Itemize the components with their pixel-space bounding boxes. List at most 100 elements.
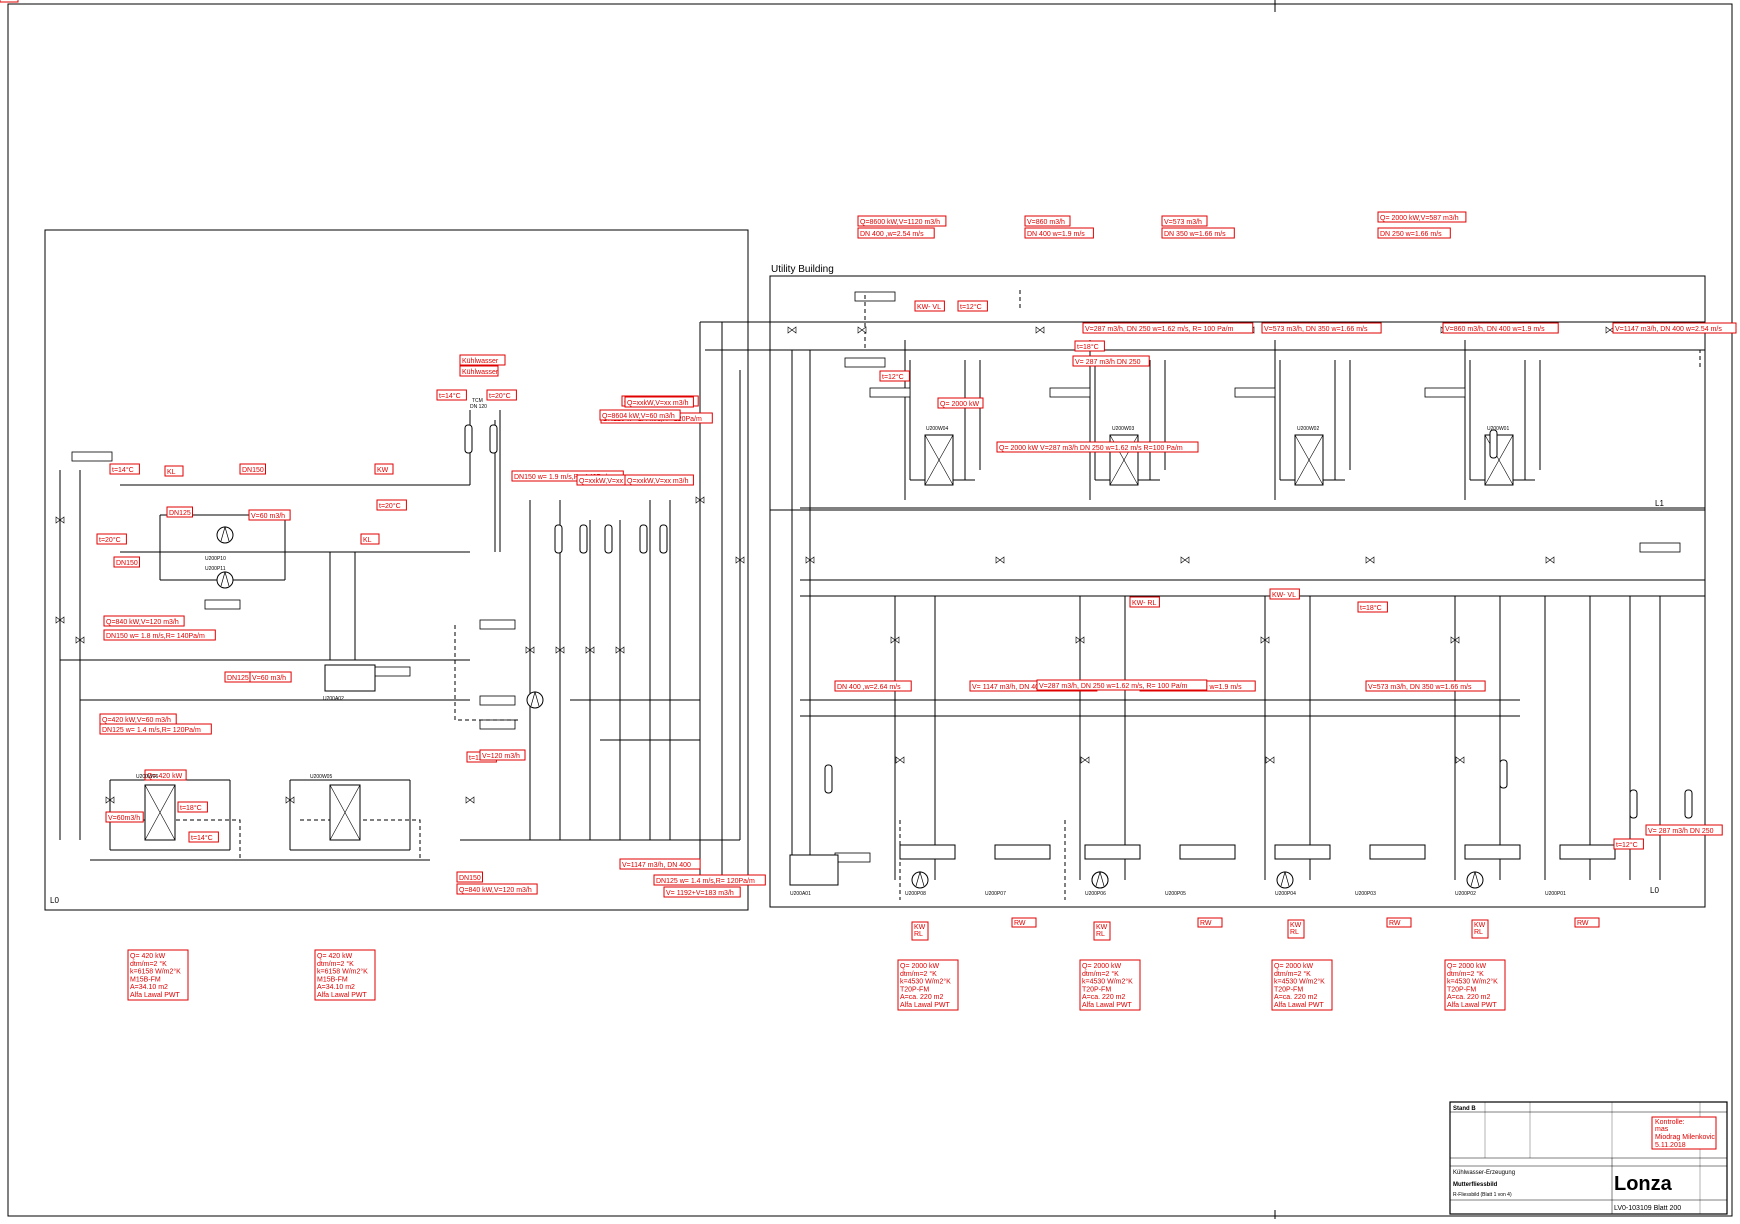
- svg-text:Q= 420 kW: Q= 420 kW: [147, 773, 183, 780]
- valve-icon: [895, 756, 905, 764]
- valve-icon: [615, 646, 625, 654]
- svg-text:Kühlwasser: Kühlwasser: [462, 358, 499, 365]
- svg-text:k=4530 W/m2°K: k=4530 W/m2°K: [1274, 978, 1325, 986]
- title-line-3: R-Fliessbild (Blatt 1 von 4): [1453, 1192, 1512, 1198]
- svg-text:k=6158 W/m2°K: k=6158 W/m2°K: [317, 968, 368, 976]
- svg-text:dtm/m=2 °K: dtm/m=2 °K: [130, 960, 167, 968]
- svg-text:Q=420 kW,V=60 m3/h: Q=420 kW,V=60 m3/h: [102, 717, 171, 724]
- chiller-unit: [1464, 844, 1616, 860]
- svg-text:V= 1192+V=183 m3/h: V= 1192+V=183 m3/h: [666, 890, 734, 897]
- markup-annotation: KW- VL: [914, 300, 945, 312]
- instrument-line: [864, 295, 1701, 370]
- chiller-unit: [1274, 844, 1426, 860]
- valve-icon: [890, 636, 900, 644]
- instrument-box: [1424, 387, 1466, 398]
- svg-text:KW: KW: [1474, 922, 1486, 929]
- markup-annotation: DN150: [239, 463, 266, 475]
- svg-text:Q=840 kW,V=120 m3/h: Q=840 kW,V=120 m3/h: [106, 619, 179, 626]
- plate-heat-exchanger: [329, 784, 361, 841]
- valve-icon: [1265, 756, 1275, 764]
- svg-text:dtm/m=2 °K: dtm/m=2 °K: [900, 970, 937, 978]
- svg-text:t=20°C: t=20°C: [489, 392, 511, 400]
- svg-text:Q=xxkW,V=xx m3/h: Q=xxkW,V=xx m3/h: [579, 478, 641, 485]
- equipment-label: U200W05: [310, 774, 332, 780]
- vessel-icon: [824, 764, 833, 794]
- equipment-label: U200W03: [1112, 426, 1134, 432]
- pump-icon: [526, 690, 544, 709]
- svg-text:DN125 w= 1.4 m/s,R= 120Pa/m: DN125 w= 1.4 m/s,R= 120Pa/m: [656, 878, 755, 885]
- svg-text:Alfa Lawal PWT: Alfa Lawal PWT: [1082, 1002, 1133, 1009]
- vessel-icon: [489, 424, 498, 454]
- svg-text:Alfa Lawal PWT: Alfa Lawal PWT: [317, 992, 368, 999]
- svg-text:T20P-FM: T20P-FM: [1447, 986, 1476, 993]
- svg-text:DN125: DN125: [169, 510, 191, 517]
- instrument-box: [71, 451, 113, 462]
- markup-annotation: Q= 2000 kW: [937, 397, 984, 409]
- vessel-icon: [659, 524, 668, 554]
- instrument-box: [869, 387, 911, 398]
- svg-text:V=860 m3/h: V=860 m3/h: [1027, 219, 1065, 226]
- instrument-line: [110, 819, 241, 861]
- markup-annotation: V=60 m3/h: [249, 671, 292, 683]
- svg-text:KL: KL: [363, 537, 372, 544]
- svg-text:KL: KL: [167, 469, 176, 476]
- instrument-box: [204, 599, 241, 610]
- svg-text:t=14°C: t=14°C: [439, 392, 461, 400]
- svg-text:t=18°C: t=18°C: [1077, 343, 1099, 351]
- instrument-lines: [110, 290, 1701, 900]
- svg-text:Alfa Lawal PWT: Alfa Lawal PWT: [1447, 1002, 1498, 1009]
- vessel-icon: [1684, 789, 1693, 819]
- equipment-label: U200P04: [1275, 891, 1296, 897]
- valve-icon: [805, 556, 815, 564]
- markup-annotation: Q=840 kW,V=120 m3/h: [103, 615, 185, 627]
- valve-icon: [735, 556, 745, 564]
- markup-annotation: Q= 2000 kW V=287 m3/h DN 250 w=1.62 m/s …: [996, 441, 1199, 453]
- svg-text:Q= 420 kW: Q= 420 kW: [130, 953, 166, 960]
- svg-text:A=34.10 m2: A=34.10 m2: [130, 984, 168, 991]
- markup-annotation: KW- VL: [1269, 588, 1300, 600]
- building-frame-utility: [769, 275, 1706, 908]
- plate-heat-exchanger: [144, 784, 176, 841]
- markup-annotation: V=60 m3/h: [248, 509, 291, 521]
- svg-text:KW- VL: KW- VL: [1272, 592, 1296, 599]
- markup-annotation: DN 400 ,w=2.54 m/s: [857, 227, 935, 239]
- svg-text:DN 250 w=1.66 m/s: DN 250 w=1.66 m/s: [1380, 231, 1442, 238]
- valve-icon: [1260, 636, 1270, 644]
- instrument-box: [479, 695, 516, 706]
- markup-annotation: Q= 2000 kW,V=587 m3/h: [1377, 211, 1467, 223]
- svg-text:t=20°C: t=20°C: [99, 536, 121, 544]
- svg-text:dtm/m=2 °K: dtm/m=2 °K: [317, 960, 354, 968]
- svg-text:T20P-FM: T20P-FM: [1082, 986, 1111, 993]
- svg-text:DN150 w= 1.8 m/s,R= 140Pa/m: DN150 w= 1.8 m/s,R= 140Pa/m: [106, 633, 205, 640]
- svg-text:Q= 2000 kW: Q= 2000 kW: [1274, 963, 1313, 970]
- svg-text:RL: RL: [1096, 931, 1105, 938]
- svg-text:V=573 m3/h, DN 350 w=1.66 m/s: V=573 m3/h, DN 350 w=1.66 m/s: [1368, 684, 1472, 691]
- svg-text:V=60m3/h: V=60m3/h: [108, 815, 140, 822]
- title-line-1: Kühlwasser-Erzeugung: [1453, 1170, 1515, 1176]
- instrument-box: [834, 852, 871, 863]
- svg-text:KW: KW: [377, 467, 389, 474]
- markup-annotation: KW: [0, 0, 19, 3]
- svg-text:KW: KW: [914, 924, 926, 931]
- review-note-3: Miodrag Milenkovic: [1655, 1134, 1715, 1141]
- markup-annotation: V=573 m3/h: [1161, 215, 1208, 227]
- vessel-icon: [1489, 429, 1498, 459]
- svg-text:Q=8600 kW,V=1120 m3/h: Q=8600 kW,V=1120 m3/h: [860, 219, 940, 226]
- markup-annotation: V=1147 m3/h, DN 400: [619, 858, 701, 870]
- svg-text:V= 1147 m3/h, DN 400 w=2.54 m/: V= 1147 m3/h, DN 400 w=2.54 m/s: [972, 684, 1081, 691]
- valve-icon: [285, 796, 295, 804]
- svg-text:V=1147 m3/h, DN 400: V=1147 m3/h, DN 400: [622, 862, 691, 869]
- svg-text:Alfa Lawal PWT: Alfa Lawal PWT: [130, 992, 181, 999]
- instrument-box: [854, 291, 896, 302]
- svg-text:k=4530 W/m2°K: k=4530 W/m2°K: [900, 978, 951, 986]
- valve-icon: [1075, 636, 1085, 644]
- title-block: Stand B Kontrolle: mas Miodrag Milenkovi…: [1449, 1101, 1728, 1215]
- valve-icon: [55, 616, 65, 624]
- svg-text:DN150: DN150: [242, 467, 264, 474]
- valve-icon: [857, 326, 867, 334]
- markup-annotation: Q= 420 kW: [144, 769, 187, 781]
